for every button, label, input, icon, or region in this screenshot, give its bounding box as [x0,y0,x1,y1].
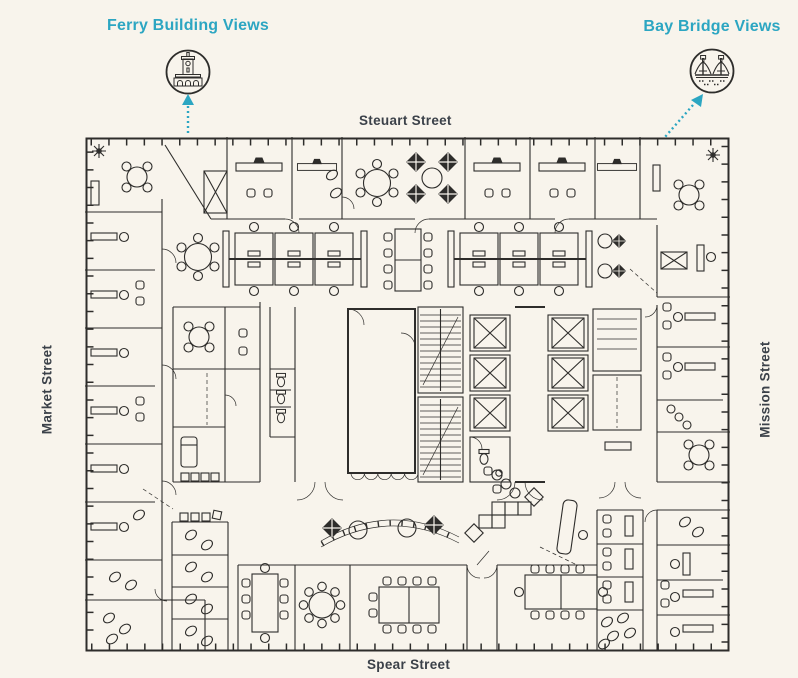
street-label-mission: Mission Street [757,341,773,438]
reception-desk [556,499,578,555]
bay-bridge-icon [689,48,735,94]
street-label-market: Market Street [39,344,55,435]
bottom-rooms [171,509,644,652]
ferry-view-arrow [182,94,194,136]
elevator-bank-east [547,314,589,432]
stairwells [417,306,464,483]
huddle-rooms [171,509,229,650]
phone-rooms [596,514,638,652]
central-core [259,302,642,501]
right-offices [629,225,730,650]
top-offices [203,137,721,234]
conference-room-a [241,562,289,644]
bay-bridge-view-arrow [664,94,703,138]
elevator-bank-west [469,314,511,432]
open-desk-area [176,221,627,297]
floor-plan-drawing [85,137,730,652]
large-conference-room [347,308,419,481]
left-offices [85,143,212,650]
core-restroom [469,436,511,483]
conference-room-b [368,576,440,634]
restroom [270,372,291,424]
ferry-building-icon [165,49,211,95]
reception-lounge [142,466,589,566]
mid-left-rooms [172,306,260,483]
ferry-building-views-label: Ferry Building Views [107,17,269,34]
round-table-room [298,581,346,629]
street-label-spear: Spear Street [367,657,451,672]
conference-room-c [513,564,609,620]
bay-bridge-views-label: Bay Bridge Views [643,18,781,35]
modular-sofa [464,487,544,543]
core-storage [592,308,642,451]
street-label-steuart: Steuart Street [359,113,452,128]
perimeter-walls [85,137,730,652]
